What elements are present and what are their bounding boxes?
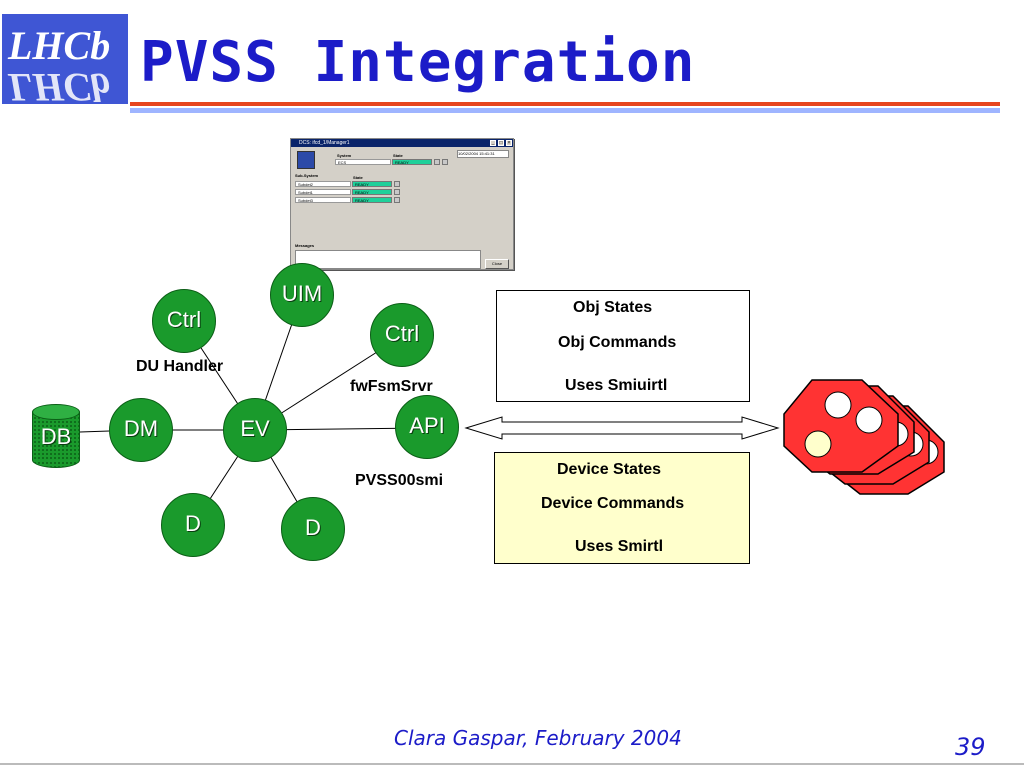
window-logo-icon — [297, 151, 315, 169]
page-number: 39 — [955, 733, 986, 761]
state-header: State — [393, 153, 403, 158]
device-commands-label: Device Commands — [541, 495, 685, 512]
title-underline-secondary — [130, 108, 1000, 113]
db-label: DB — [40, 424, 72, 449]
label-du-handler: DU Handler — [136, 358, 224, 375]
node-ev: EV — [223, 398, 287, 462]
window-datetime: 10/02/2004 15:41:31 — [457, 150, 509, 158]
node-ctrl-left: Ctrl — [152, 289, 216, 353]
subsystem-state-header: State — [353, 175, 363, 180]
device-states-label: Device States — [557, 461, 662, 478]
uses-smiuirtl-label: Uses Smiuirtl — [565, 377, 668, 394]
close-icon[interactable]: × — [506, 140, 512, 146]
subsystem-name: Subdet3 — [295, 197, 351, 203]
octagon-front-dot-top — [824, 391, 852, 419]
footer-divider — [0, 763, 1024, 765]
node-d-right: D — [281, 497, 345, 561]
subsystem-state[interactable]: READY — [352, 189, 392, 195]
subsystem-lock-icon[interactable] — [394, 189, 400, 195]
octagon-front-dot-left — [804, 430, 832, 458]
node-api: API — [395, 395, 459, 459]
title-underline — [130, 102, 1000, 106]
uses-smirtl-label: Uses Smirtl — [575, 538, 664, 555]
pvss-window: DCS: ifcd_1/Manager1 _ □ × 10/02/2004 15… — [290, 138, 514, 270]
obj-states-label: Obj States — [573, 299, 653, 316]
db-cylinder-body — [32, 412, 80, 460]
subsystem-header: Sub-System — [295, 173, 319, 178]
system-header: System — [337, 153, 352, 158]
node-dm: DM — [109, 398, 173, 462]
db-cylinder: DB — [32, 404, 80, 468]
double-arrow — [464, 416, 780, 440]
minimize-icon[interactable]: _ — [490, 140, 496, 146]
obj-interface-box: Obj States Obj Commands Uses Smiuirtl — [496, 290, 750, 402]
label-fwfsmsrvr: fwFsmSrvr — [350, 378, 433, 395]
subsystem-lock-icon[interactable] — [394, 197, 400, 203]
footer-author-date: Clara Gaspar, February 2004 — [394, 726, 682, 750]
device-interface-box: Device States Device Commands Uses Smirt… — [494, 452, 750, 564]
octagon-front-dot-right — [855, 406, 883, 434]
messages-label: Messages — [295, 243, 315, 248]
node-d-left: D — [161, 493, 225, 557]
obj-commands-label: Obj Commands — [558, 334, 677, 351]
messages-box[interactable] — [295, 250, 481, 269]
slide-title: PVSS Integration — [140, 30, 696, 95]
subsystem-name: Subdet1 — [295, 189, 351, 195]
lhcb-logo: LHCb LHCb — [2, 14, 128, 104]
logo-text: LHCb — [8, 23, 111, 68]
system-user-icon[interactable] — [442, 159, 448, 165]
db-cylinder-top — [32, 404, 80, 420]
system-state[interactable]: READY — [392, 159, 432, 165]
subsystem-name: Subdet2 — [295, 181, 351, 187]
label-pvss00smi: PVSS00smi — [355, 472, 444, 489]
subsystem-lock-icon[interactable] — [394, 181, 400, 187]
subsystem-state[interactable]: READY — [352, 197, 392, 203]
close-button[interactable]: Close — [485, 259, 509, 269]
subsystem-state[interactable]: READY — [352, 181, 392, 187]
fsm-octagon-stack — [783, 379, 945, 495]
system-lock-icon[interactable] — [434, 159, 440, 165]
maximize-icon[interactable]: □ — [498, 140, 504, 146]
node-uim: UIM — [270, 263, 334, 327]
window-titlebar: DCS: ifcd_1/Manager1 — [291, 139, 513, 147]
node-ctrl-right: Ctrl — [370, 303, 434, 367]
system-name: ECS — [335, 159, 391, 165]
